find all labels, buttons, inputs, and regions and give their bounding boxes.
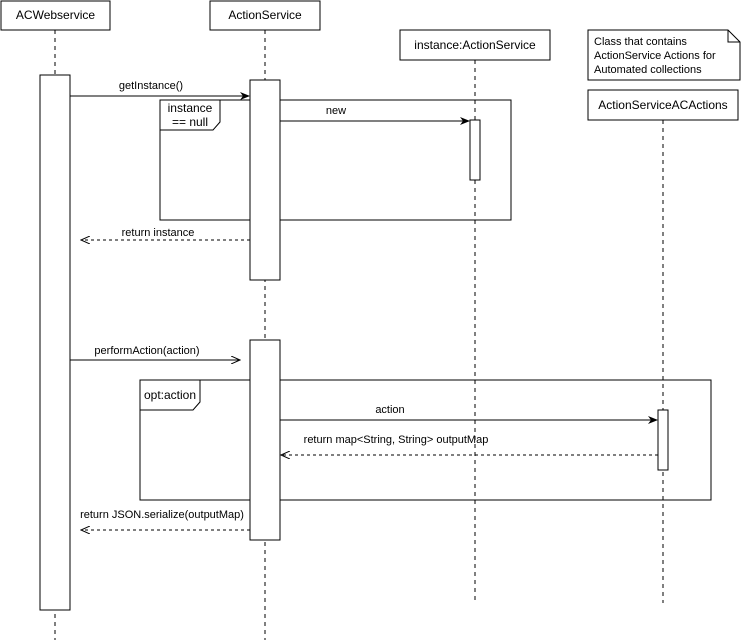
activation-acactions [657,409,669,471]
participant-instance[interactable]: instance:ActionService [399,29,551,61]
participant-acwebservice-label: ACWebservice [16,8,95,22]
activation-instance [469,119,481,181]
message-new: new [280,105,470,125]
participant-acactions-label: ActionServiceACActions [598,98,727,112]
participant-acactions[interactable]: ActionServiceACActions [587,89,739,121]
note-line-1: Class that contains [594,36,687,48]
participant-acwebservice[interactable]: ACWebservice [0,0,111,31]
message-return-json: return JSON.serialize(outputMap) [80,509,250,530]
note-line-2: ActionService Actions for [594,50,716,62]
note-line-3: Automated collections [594,64,702,76]
message-get-instance-label: getInstance() [119,80,183,92]
participant-actionservice[interactable]: ActionService [209,0,321,31]
alt-guard-line-2: == null [172,115,208,129]
message-return-instance-label: return instance [122,227,195,239]
message-return-json-label: return JSON.serialize(outputMap) [80,509,244,521]
participant-instance-label: instance:ActionService [414,38,536,52]
activation-actionservice-2 [249,339,281,541]
message-return-map: return map<String, String> outputMap [281,434,658,455]
message-new-label: new [326,105,346,117]
message-return-instance: return instance [81,227,250,240]
opt-frame-label: opt:action [144,388,196,402]
alt-guard-line-1: instance [168,101,213,115]
opt-frame: opt:action [139,379,712,501]
note: Class that contains ActionService Action… [587,29,741,81]
message-action: action [280,404,658,424]
message-return-map-label: return map<String, String> outputMap [304,434,489,446]
activation-actionservice-1 [249,79,281,281]
message-action-label: action [375,404,404,416]
message-perform-action: performAction(action) [70,345,240,360]
alt-frame: instance == null [159,99,512,221]
participant-actionservice-label: ActionService [228,8,302,22]
message-get-instance: getInstance() [70,80,250,100]
message-perform-action-label: performAction(action) [94,345,199,357]
activation-acwebservice [39,74,71,611]
